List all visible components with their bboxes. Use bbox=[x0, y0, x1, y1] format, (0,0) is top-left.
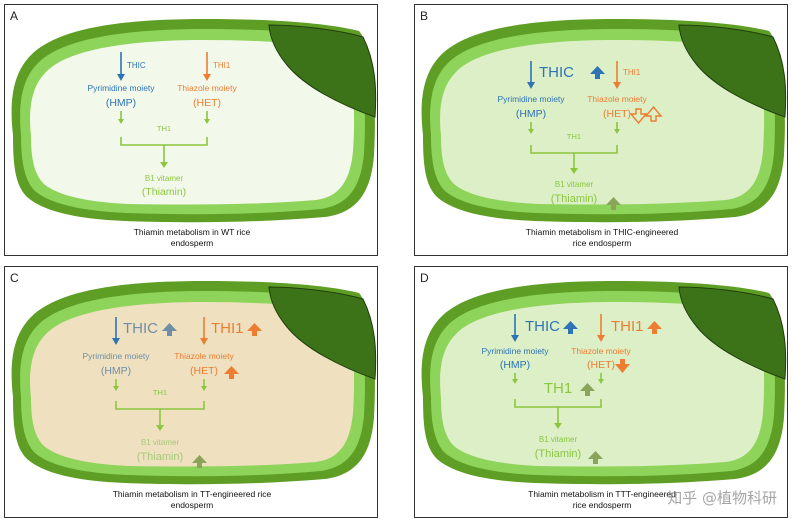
thiazole-label: Thiazole moiety bbox=[174, 351, 234, 361]
thi1-label: THI1 bbox=[623, 68, 641, 77]
thi1-label: THI1 bbox=[211, 320, 244, 337]
grain-diagram: THIC THI1 Pyrimidine moiety (HMP) Thiazo… bbox=[421, 281, 787, 485]
het-label: (HET) bbox=[587, 359, 615, 371]
up-arrow-icon bbox=[647, 321, 662, 334]
grain-diagram: THIC THI1 Pyrimidine moiety (HMP) Thiazo… bbox=[421, 19, 787, 223]
b1-vitamer-label: B1 vitamer bbox=[555, 180, 594, 189]
panel-caption: Thiamin metabolism in TT-engineered rice… bbox=[112, 489, 272, 510]
panel-letter: B bbox=[420, 9, 429, 23]
thiazole-label: Thiazole moiety bbox=[587, 94, 647, 104]
thic-label: THIC bbox=[539, 64, 574, 81]
hmp-label: (HMP) bbox=[101, 365, 131, 377]
thiamin-label: (Thiamin) bbox=[137, 451, 183, 463]
hmp-label: (HMP) bbox=[106, 97, 136, 109]
het-label: (HET) bbox=[603, 108, 631, 120]
pyrimidine-label: Pyrimidine moiety bbox=[481, 346, 549, 356]
th1-label: TH1 bbox=[153, 388, 167, 397]
thi1-label: THI1 bbox=[611, 318, 644, 335]
thiamin-label: (Thiamin) bbox=[142, 186, 186, 198]
grain-diagram: THIC THI1 Pyrimidine moiety (HMP) Thiazo… bbox=[11, 281, 377, 485]
b1-vitamer-label: B1 vitamer bbox=[539, 435, 578, 444]
watermark: 知乎 @植物科研 bbox=[667, 489, 777, 507]
up-arrow-icon bbox=[192, 455, 207, 468]
up-arrow-icon bbox=[590, 66, 605, 79]
pyrimidine-label: Pyrimidine moiety bbox=[497, 94, 565, 104]
up-arrow-icon bbox=[563, 321, 578, 334]
embryo bbox=[268, 24, 377, 118]
panel-d: THIC THI1 Pyrimidine moiety (HMP) Thiazo… bbox=[414, 266, 788, 518]
down-arrow-icon bbox=[615, 359, 630, 373]
up-arrow-icon bbox=[580, 383, 595, 396]
th1-label: TH1 bbox=[544, 380, 572, 397]
thiamin-label: (Thiamin) bbox=[535, 448, 581, 460]
grain-diagram: THIC THI1 Pyrimidine moiety (HMP) Thiazo… bbox=[11, 19, 377, 223]
endosperm bbox=[440, 40, 765, 205]
pyrimidine-label: Pyrimidine moiety bbox=[82, 351, 150, 361]
up-arrow-icon bbox=[588, 451, 603, 464]
thic-label: THIC bbox=[123, 320, 158, 337]
down-arrow-outline-icon bbox=[629, 108, 648, 125]
panel-b: THIC THI1 Pyrimidine moiety (HMP) Thiazo… bbox=[414, 4, 788, 256]
thi1-label: THI1 bbox=[213, 61, 231, 70]
thic-label: THIC bbox=[127, 61, 146, 70]
hmp-label: (HMP) bbox=[500, 359, 530, 371]
thiamin-label: (Thiamin) bbox=[551, 193, 597, 205]
het-label: (HET) bbox=[190, 365, 218, 377]
th1-label: TH1 bbox=[567, 132, 581, 141]
embryo bbox=[268, 286, 377, 380]
th1-label: TH1 bbox=[157, 124, 171, 133]
thiazole-label: Thiazole moiety bbox=[571, 346, 631, 356]
hmp-label: (HMP) bbox=[516, 108, 546, 120]
endosperm bbox=[30, 40, 355, 205]
panel-letter: C bbox=[10, 271, 19, 285]
panel-letter: D bbox=[420, 271, 429, 285]
embryo bbox=[678, 24, 787, 118]
up-arrow-icon bbox=[606, 197, 621, 210]
up-arrow-icon bbox=[162, 323, 177, 336]
panel-c: THIC THI1 Pyrimidine moiety (HMP) Thiazo… bbox=[4, 266, 378, 518]
embryo bbox=[678, 286, 787, 380]
pyrimidine-label: Pyrimidine moiety bbox=[87, 83, 155, 93]
endosperm bbox=[30, 302, 355, 467]
b1-vitamer-label: B1 vitamer bbox=[145, 174, 184, 183]
b1-vitamer-label: B1 vitamer bbox=[141, 438, 180, 447]
thic-label: THIC bbox=[525, 318, 560, 335]
panel-caption: Thiamin metabolism in THIC-engineered ri… bbox=[525, 227, 679, 248]
panel-caption: Thiamin metabolism in WT rice endosperm bbox=[133, 227, 251, 248]
het-label: (HET) bbox=[193, 97, 221, 109]
up-arrow-icon bbox=[224, 366, 239, 379]
panel-a: THIC THI1 Pyrimidine moiety (HMP) Thiazo… bbox=[4, 4, 378, 256]
endosperm bbox=[440, 302, 765, 467]
up-arrow-icon bbox=[247, 323, 262, 336]
thiazole-label: Thiazole moiety bbox=[177, 83, 237, 93]
panel-letter: A bbox=[10, 9, 19, 23]
up-arrow-outline-icon bbox=[644, 105, 663, 122]
panel-caption: Thiamin metabolism in TTT-engineered ric… bbox=[528, 489, 676, 510]
